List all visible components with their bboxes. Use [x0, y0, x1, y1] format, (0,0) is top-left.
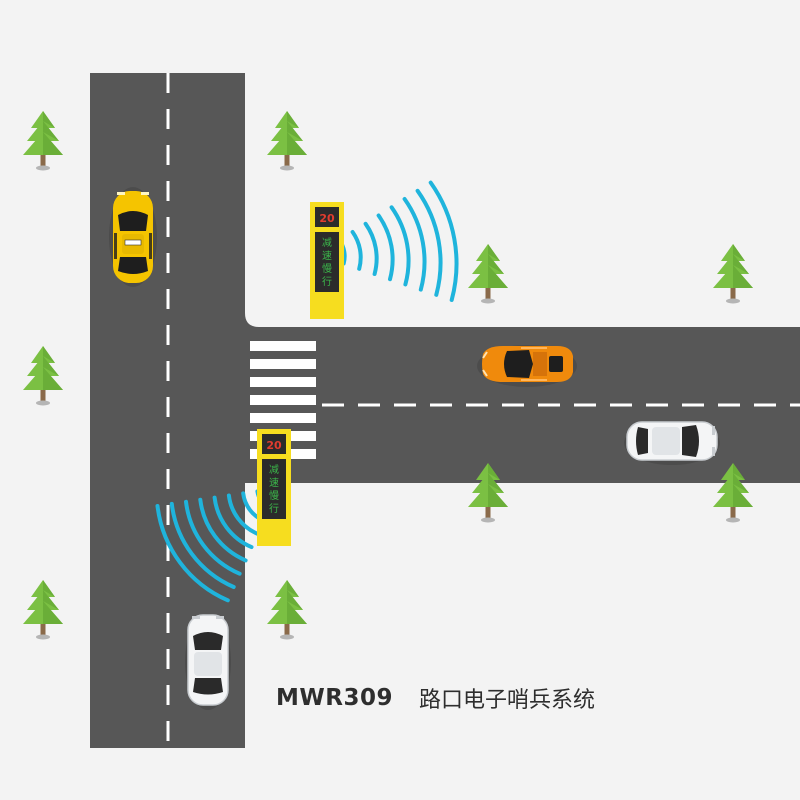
tree-icon	[267, 111, 307, 171]
sign-message-char: 慢	[269, 490, 279, 502]
taxi-car	[109, 187, 157, 287]
sign-message-char: 减	[269, 464, 279, 476]
model-number: MWR309	[276, 685, 393, 711]
sign-message-char: 减	[322, 237, 332, 249]
tree-icon	[267, 580, 307, 640]
sign-message-char: 慢	[322, 263, 332, 275]
tree-icon	[713, 244, 753, 304]
sports-car	[477, 345, 577, 387]
horizontal-road	[245, 313, 800, 483]
speed-limit-text: 20	[266, 439, 282, 452]
system-name: 路口电子哨兵系统	[418, 688, 595, 713]
speed-limit-text: 20	[319, 212, 335, 225]
led-warning-sign-bottom: 20 减 速 慢 行	[257, 429, 291, 546]
led-warning-sign-top: 20 减 速 慢 行	[310, 202, 344, 319]
tree-icon	[23, 111, 63, 171]
white-car-east	[624, 421, 720, 465]
sign-message-char: 行	[322, 275, 332, 288]
tree-icon	[468, 244, 508, 304]
white-car-north	[185, 614, 231, 710]
radar-waves-east	[337, 180, 459, 302]
product-caption: MWR309 路口电子哨兵系统	[276, 680, 595, 716]
tree-icon	[23, 346, 63, 406]
tree-icon	[23, 580, 63, 640]
sign-message-char: 速	[322, 250, 332, 262]
sign-message-char: 行	[269, 502, 279, 515]
sign-message-char: 速	[269, 477, 279, 489]
